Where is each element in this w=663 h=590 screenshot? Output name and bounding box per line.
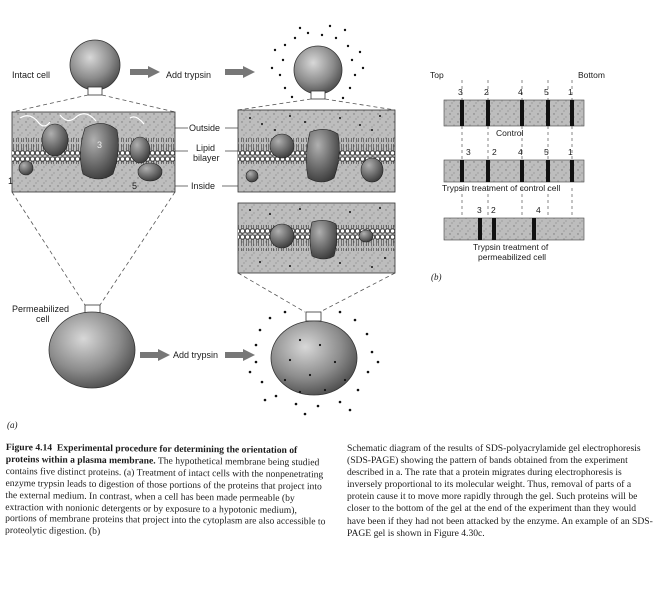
lane-number: 4 (536, 205, 541, 215)
figure-caption-left: Figure 4.14 Experimental procedure for d… (5, 442, 328, 541)
lane-number: 3 (466, 147, 471, 157)
figure-caption-right: Schematic diagram of the results of SDS-… (347, 443, 653, 539)
trypsin-perm-label-2: permeabilized cell (478, 252, 547, 262)
outside-label: Outside (189, 123, 221, 133)
lane-number: 3 (458, 87, 463, 97)
lipid-label: Lipid (196, 143, 216, 153)
protein-number: 5 (132, 181, 138, 191)
gel-lanes (443, 80, 585, 241)
figure-artwork (11, 24, 585, 416)
lane-number: 4 (518, 87, 523, 97)
trypsin-control-label: Trypsin treatment of control cell (442, 183, 561, 193)
lane-number: 4 (518, 147, 523, 157)
membrane-block-trypsin-permeabilized (237, 202, 396, 274)
arrow-icon (225, 66, 255, 78)
lane-number: 1 (568, 87, 573, 97)
caption-left-body: The hypothetical membrane being studied … (5, 455, 326, 538)
arrow-icon (140, 349, 170, 361)
control-label: Control (496, 128, 524, 138)
part-a-label: (a) (7, 420, 18, 430)
bilayer-label: bilayer (193, 153, 220, 163)
part-b-label: (b) (431, 272, 442, 282)
membrane-block-intact (11, 111, 176, 193)
arrow-icon (130, 66, 160, 78)
figure-label: Figure 4.14 (5, 442, 53, 454)
trypsin-treated-cell-illustration (270, 24, 365, 100)
lane-number: 1 (568, 147, 573, 157)
permeabilized-trypsin-cell-illustration (248, 310, 380, 416)
trypsin-perm-label-1: Trypsin treatment of (473, 242, 549, 252)
protein-number: 3 (97, 140, 103, 150)
add-trypsin-label-top: Add trypsin (166, 70, 212, 80)
cell-label: cell (36, 314, 50, 324)
gel-bottom-label: Bottom (578, 70, 605, 80)
permeabilized-label: Permeabilized (12, 304, 70, 314)
lane-number: 2 (492, 147, 497, 157)
intact-cell-label: Intact cell (12, 70, 51, 80)
inside-label: Inside (191, 181, 216, 191)
protein-number: 1 (8, 176, 14, 186)
permeabilized-cell-illustration (48, 304, 136, 389)
lane-number: 2 (484, 87, 489, 97)
intact-cell-illustration (69, 39, 121, 96)
lane-number: 5 (544, 87, 549, 97)
add-trypsin-label-bottom: Add trypsin (173, 350, 219, 360)
arrow-icon (225, 349, 255, 361)
gel-top-label: Top (430, 70, 444, 80)
lane-number: 5 (544, 147, 549, 157)
membrane-block-trypsin-intact (237, 109, 396, 193)
lane-number: 2 (491, 205, 496, 215)
lane-number: 3 (477, 205, 482, 215)
